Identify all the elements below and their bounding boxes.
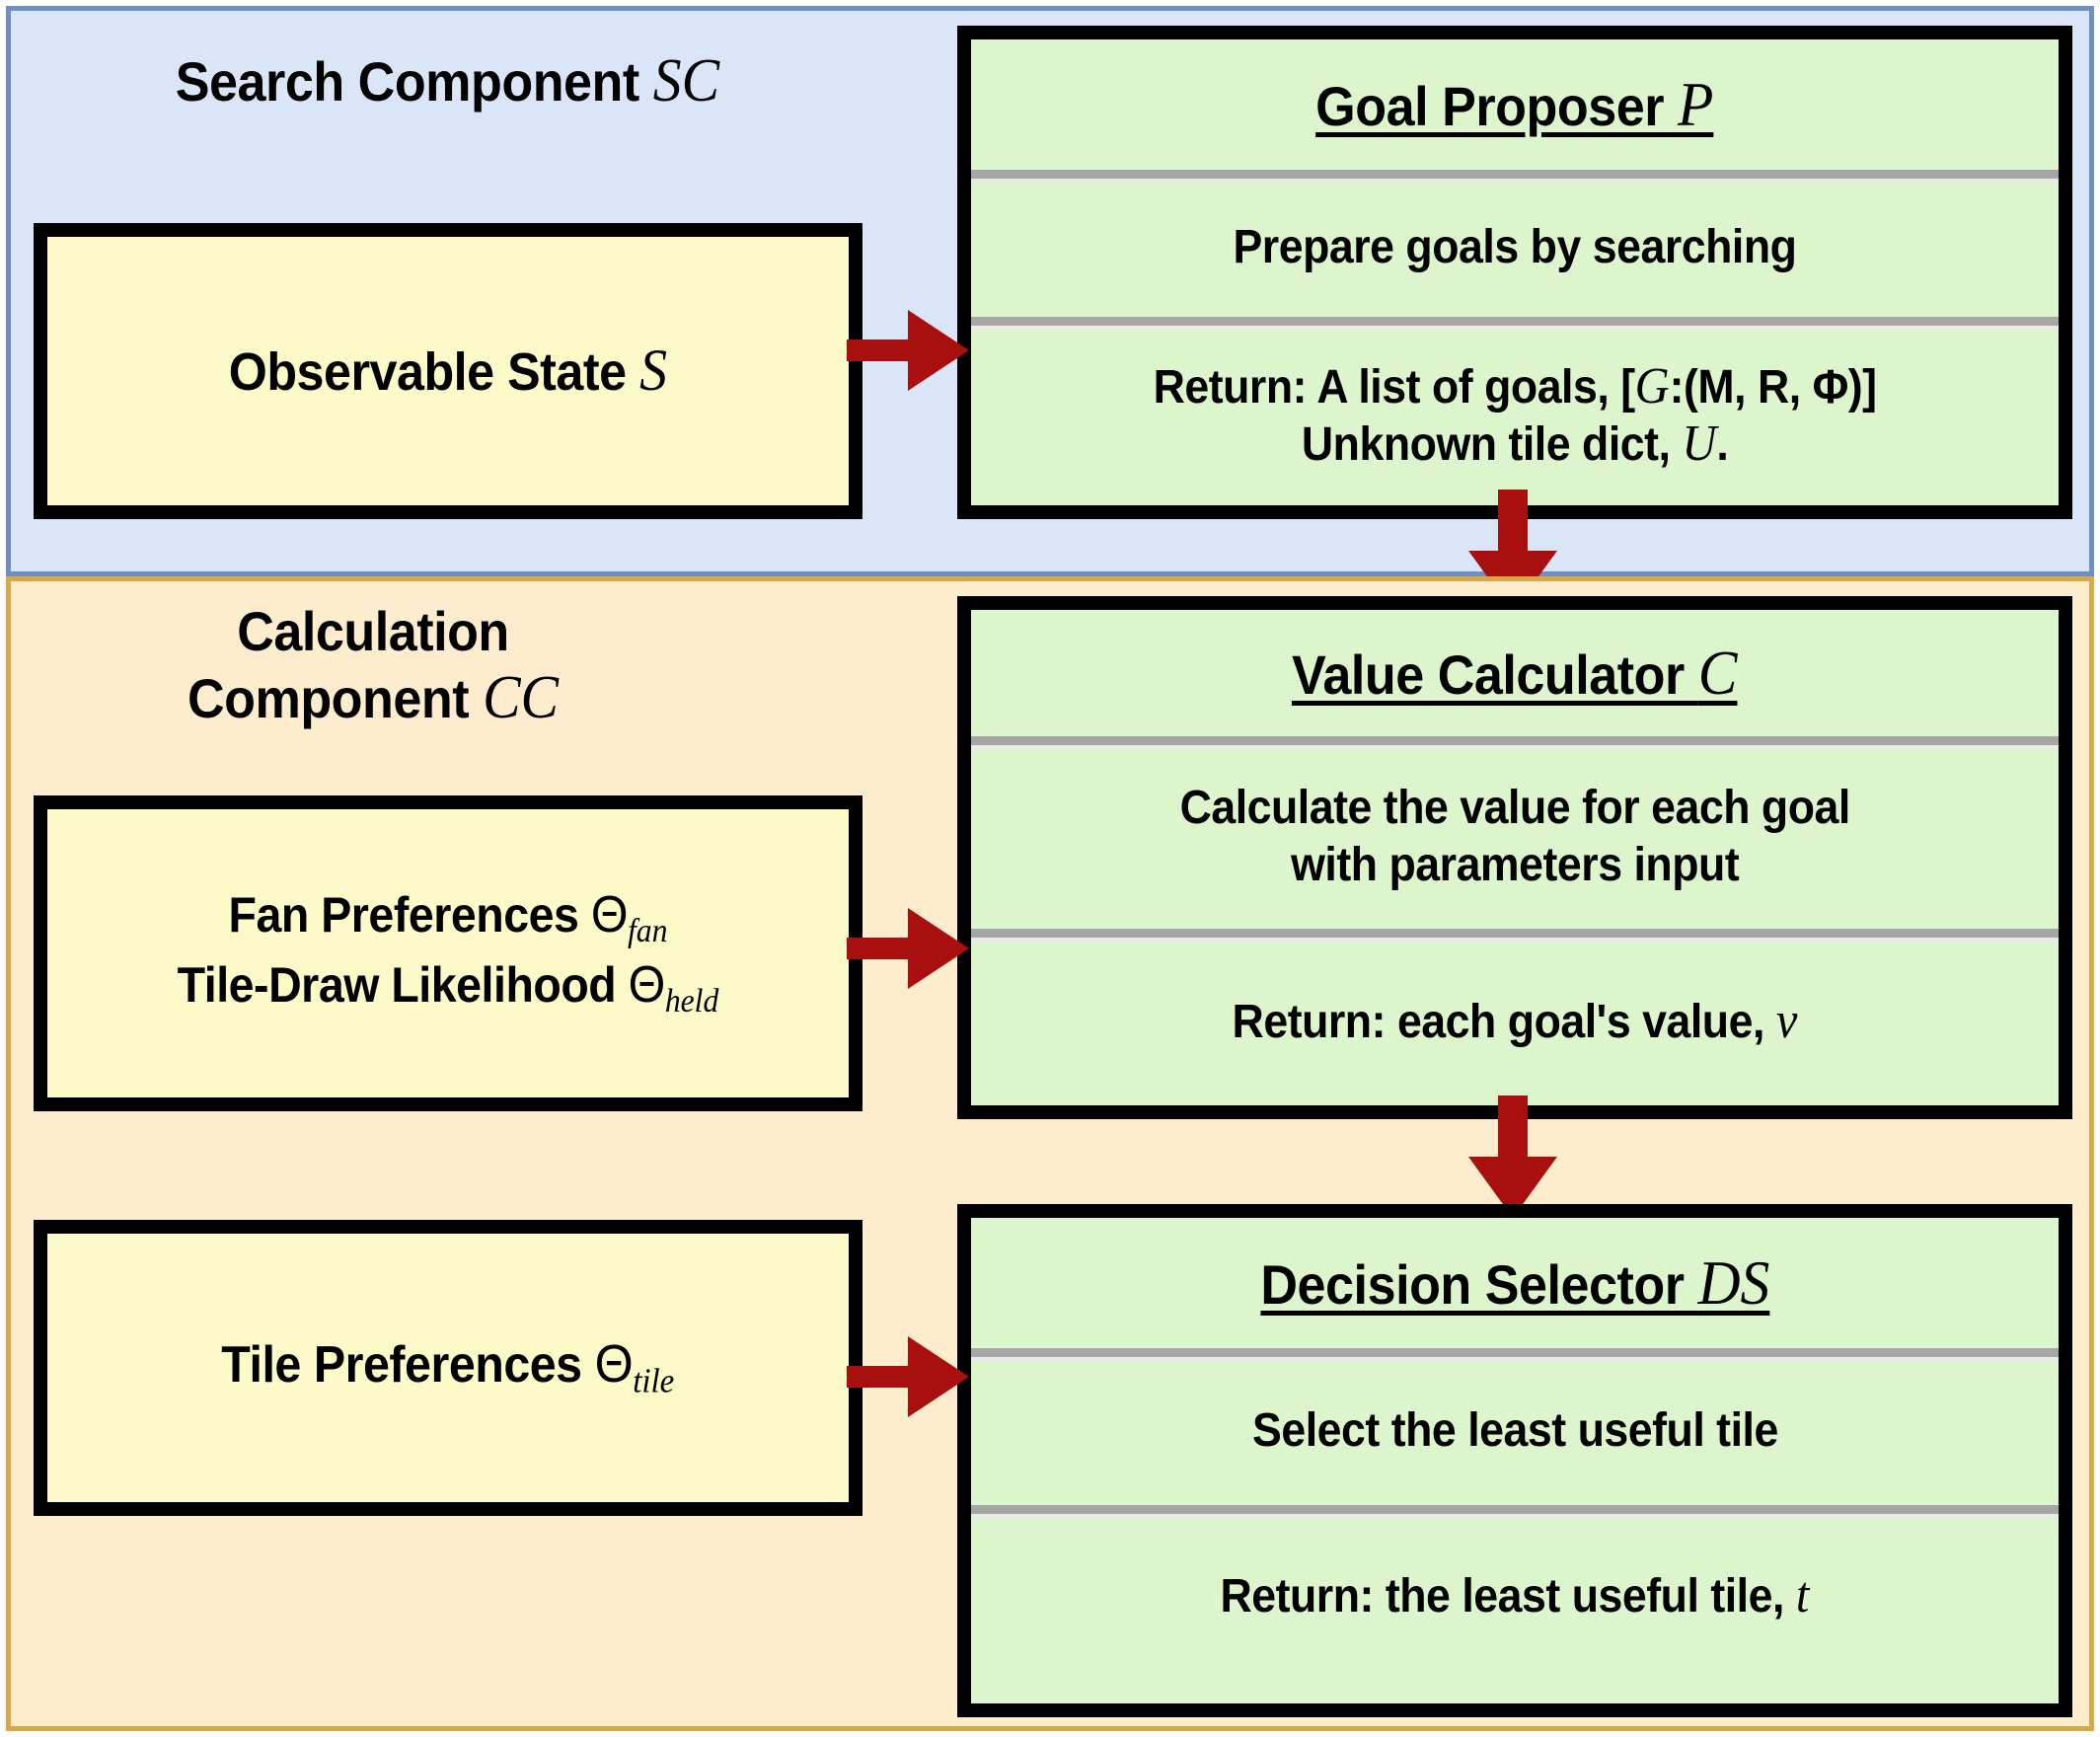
value-calculator-action-line1: Calculate the value for each goal [1179,782,1850,835]
goal-proposer-return: Return: A list of goals, [G:(M, R, Φ)] U… [971,326,2059,505]
arrow-calculator-to-selector [1459,1095,1567,1224]
goal-proposer-return-symbol-g: G [1634,357,1670,415]
fan-preferences-subscript: fan [628,913,668,950]
goal-proposer-return-pre: Return: A list of goals, [ [1153,360,1635,414]
arrow-tile-to-selector [847,1322,975,1431]
module-box-goal-proposer: Goal Proposer P Prepare goals by searchi… [957,26,2072,519]
goal-proposer-action-text: Prepare goals by searching [1233,221,1797,274]
panel-calculation-component-label: Calculation Component CC [28,600,718,734]
decision-selector-divider-2 [971,1505,2059,1514]
goal-proposer-return-symbol-u: U [1682,415,1717,472]
goal-proposer-divider-1 [971,170,2059,179]
decision-selector-action-text: Select the least useful tile [1251,1404,1778,1458]
arrow-state-to-proposer [847,296,975,405]
goal-proposer-title: Goal Proposer P [971,39,2059,170]
decision-selector-return-symbol: t [1795,1567,1810,1624]
goal-proposer-return2-post: . [1716,418,1729,471]
tile-preferences-text: Tile Preferences [221,1336,595,1395]
value-calculator-title-symbol: C [1698,638,1738,709]
panel-search-label-text: Search Component [175,50,653,113]
value-calculator-return-pre: Return: each goal's value, [1232,995,1776,1048]
goal-proposer-title-text: Goal Proposer [1315,75,1679,138]
tile-draw-likelihood-subscript: held [664,983,719,1020]
value-calculator-return: Return: each goal's value, v [971,938,2059,1105]
decision-selector-action: Select the least useful tile [971,1357,2059,1505]
goal-proposer-action: Prepare goals by searching [971,179,2059,317]
value-calculator-divider-2 [971,929,2059,938]
decision-selector-divider-1 [971,1348,2059,1357]
goal-proposer-return-post: :(M, R, Φ)] [1669,360,1877,414]
tile-preferences-subscript: tile [633,1361,675,1400]
decision-selector-return: Return: the least useful tile, t [971,1514,2059,1703]
value-calculator-divider-1 [971,736,2059,745]
decision-selector-title-symbol: DS [1697,1247,1769,1319]
input-box-fan-preferences: Fan Preferences Θfan Tile-Draw Likelihoo… [34,795,862,1111]
tile-preferences-theta: Θ [594,1334,634,1395]
value-calculator-action: Calculate the value for each goal with p… [971,745,2059,929]
tile-draw-likelihood-theta: Θ [628,956,666,1014]
module-box-decision-selector: Decision Selector DS Select the least us… [957,1204,2072,1717]
panel-search-component-label: Search Component SC [28,47,866,115]
panel-calc-label-symbol: CC [483,664,560,732]
goal-proposer-title-symbol: P [1678,69,1714,140]
module-box-value-calculator: Value Calculator C Calculate the value f… [957,596,2072,1119]
panel-search-label-symbol: SC [652,47,719,114]
value-calculator-return-symbol: v [1775,992,1798,1049]
tile-draw-likelihood-text: Tile-Draw Likelihood [177,957,629,1013]
observable-state-text: Observable State [228,342,640,403]
fan-preferences-theta: Θ [590,886,629,944]
observable-state-symbol: S [639,338,668,404]
arrow-fan-to-calculator [847,894,975,1003]
value-calculator-action-line2: with parameters input [1290,839,1740,891]
goal-proposer-divider-2 [971,317,2059,326]
panel-calc-label-line1: Calculation [237,600,509,662]
value-calculator-title-text: Value Calculator [1292,643,1699,707]
input-box-observable-state: Observable State S [34,223,862,519]
input-box-tile-preferences: Tile Preferences Θtile [34,1220,862,1516]
decision-selector-return-pre: Return: the least useful tile, [1220,1570,1796,1623]
value-calculator-title: Value Calculator C [971,610,2059,736]
fan-preferences-text: Fan Preferences [228,887,591,944]
panel-calc-label-line2: Component [187,667,484,730]
goal-proposer-return2-pre: Unknown tile dict, [1301,418,1683,471]
decision-selector-title-text: Decision Selector [1260,1253,1698,1317]
decision-selector-title: Decision Selector DS [971,1218,2059,1348]
